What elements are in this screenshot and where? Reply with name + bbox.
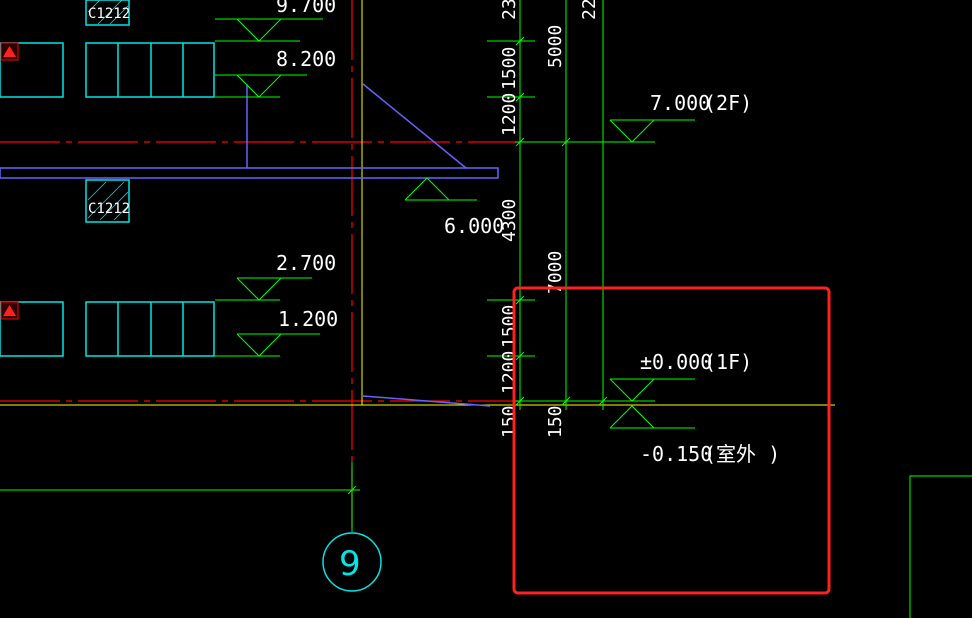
elevation-0000: ±0.000 [640,350,712,374]
dimension-150-b: 150 [545,405,566,438]
elevation-9700: 9.700 [276,0,336,17]
dimension-7000: 7000 [545,251,566,294]
windows [0,0,215,357]
dimension-1500-bottom: 1500 [499,305,520,348]
warning-triangle-icon[interactable] [0,301,19,320]
axis-bubble-9[interactable]: 9 [322,532,382,592]
elevation-1200: 1.200 [278,307,338,331]
dimension-1200-bottom: 1200 [499,351,520,394]
elevation-6000: 6.000 [444,214,504,238]
dimension-4300: 4300 [499,199,520,242]
floor-label-2f: (2F) [704,91,752,115]
dimension-1200-top: 1200 [499,93,520,136]
dimension-23: 23 [499,0,520,20]
warning-triangle-icon[interactable] [0,42,19,61]
dimension-1500-top: 1500 [499,47,520,90]
dimension-22: 22 [579,0,600,20]
axis-number: 9 [339,544,361,584]
window-tag-mid: C1212 [88,201,130,217]
window-tag-mid-box [85,179,130,223]
elevation-8200: 8.200 [276,47,336,71]
highlight-selection-box [512,286,831,595]
canopy-slab [0,167,499,179]
window-tag-top: C1212 [88,6,130,22]
floor-label-1f: (1F) [704,350,752,374]
window-tag-top-box [85,0,130,26]
window-lower [85,301,215,357]
window-upper [85,42,215,98]
elevation-neg150: -0.150 [640,442,712,466]
canopy-beam [0,83,499,407]
canopy-tie-rod [362,83,467,169]
axis-lines [0,0,520,530]
wall-lines [0,0,835,406]
elevation-2700: 2.700 [276,251,336,275]
elevation-7000: 7.000 [650,91,710,115]
outdoor-label: (室外 ) [704,442,780,466]
dimension-5000: 5000 [545,25,566,68]
dimension-150-a: 150 [499,405,520,438]
ramp-line [362,395,491,407]
window-left-upper [0,42,64,98]
window-left-lower [0,301,64,357]
